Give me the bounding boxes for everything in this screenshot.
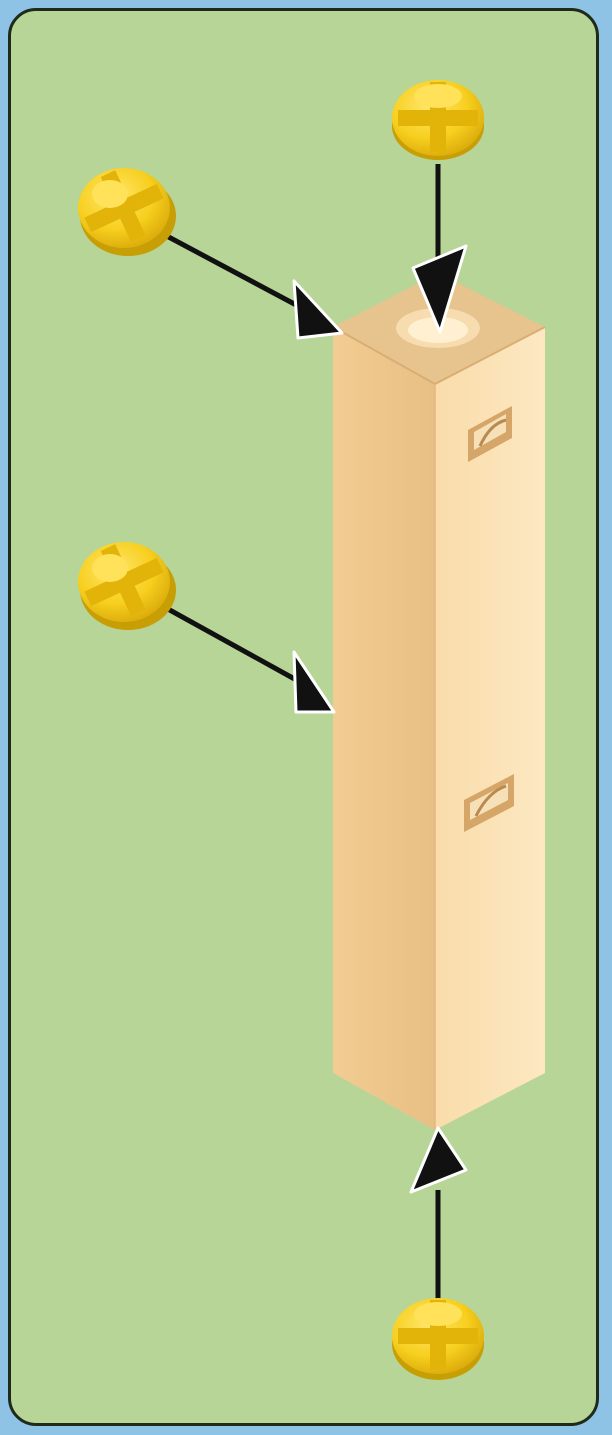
beam-front-face <box>333 327 435 1130</box>
connector-bottom <box>392 1298 484 1380</box>
arrow-upper-left <box>148 226 342 338</box>
connector-middle-left <box>78 542 176 630</box>
arrow-middle-left <box>148 598 334 712</box>
square-beam <box>333 273 545 1130</box>
connector-upper-left <box>78 168 176 256</box>
connector-top <box>392 80 484 160</box>
arrow-bottom <box>411 1128 466 1305</box>
